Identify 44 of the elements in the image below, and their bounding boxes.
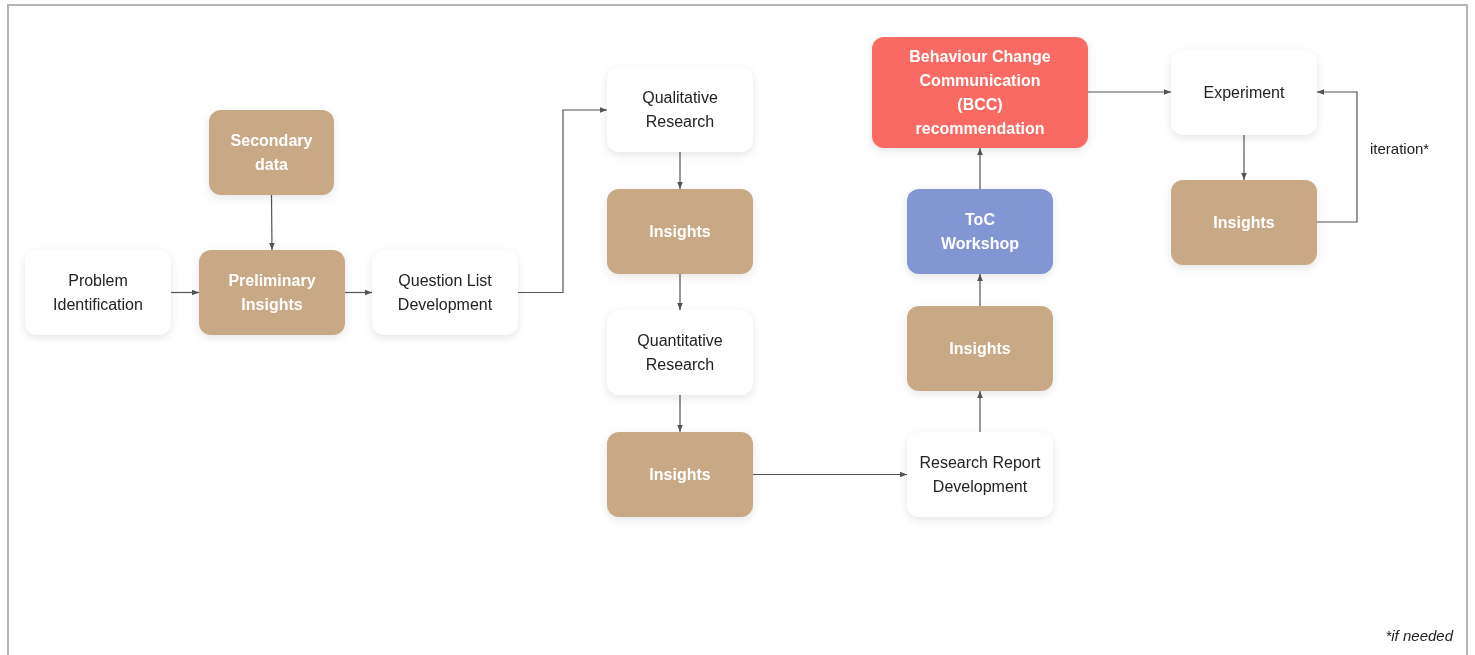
insight-box	[907, 306, 1053, 391]
process-box	[907, 432, 1053, 517]
arrow	[1087, 89, 1172, 95]
arrow	[677, 273, 683, 311]
node-label: Experiment	[1203, 82, 1285, 103]
node-label: ToC Workshop	[940, 209, 1020, 254]
process-box	[372, 250, 518, 335]
arrow	[677, 151, 683, 190]
node-label: Qualitative Research	[641, 87, 719, 132]
node-label: Insights	[649, 221, 711, 242]
node-label: Research Report Development	[918, 452, 1042, 497]
node-label: Preliminary Insights	[227, 270, 317, 315]
arrow	[977, 273, 983, 307]
workshop-box	[907, 189, 1053, 274]
insight-box	[607, 432, 753, 517]
node-label: Insights	[949, 338, 1011, 359]
edge-label: iteration*	[1368, 140, 1432, 157]
arrow	[977, 390, 983, 433]
arrow	[344, 289, 373, 296]
node-label: Quantitative Research	[636, 330, 724, 375]
arrow	[1316, 89, 1358, 223]
footnote: *if needed	[1385, 627, 1453, 644]
process-box	[607, 310, 753, 395]
process-box	[25, 250, 171, 335]
arrow	[170, 289, 200, 296]
process-box	[607, 67, 753, 152]
insight-box	[199, 250, 345, 335]
insight-box	[1171, 180, 1317, 265]
insight-box	[607, 189, 753, 274]
arrow	[752, 471, 908, 478]
recommendation-box	[872, 37, 1088, 148]
arrow	[977, 147, 983, 190]
arrow	[1241, 134, 1247, 181]
node-label: Behaviour Change Communication (BCC) recommendation	[908, 46, 1052, 139]
insight-box	[209, 110, 334, 195]
arrow	[677, 394, 683, 433]
node-label: Secondary data	[229, 130, 314, 175]
node-label: Insights	[649, 464, 711, 485]
arrow	[269, 194, 275, 251]
node-label: Problem Identification	[52, 270, 144, 315]
node-label: Question List Development	[396, 270, 494, 315]
arrow	[517, 107, 608, 294]
node-label: Insights	[1213, 212, 1275, 233]
process-box	[1171, 50, 1317, 135]
